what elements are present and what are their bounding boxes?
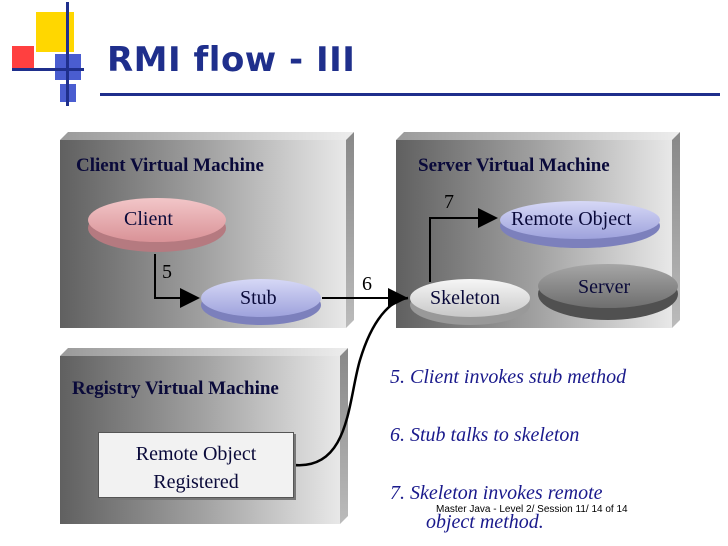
deco-square-red — [12, 46, 34, 68]
step-5-text: 5. Client invokes stub method — [390, 366, 627, 388]
title-underline — [100, 93, 720, 96]
step-number-5: 5 — [162, 261, 172, 283]
client-oval — [88, 198, 226, 252]
stub-label: Stub — [240, 287, 277, 309]
deco-vertical-line — [66, 2, 69, 106]
step-number-7: 7 — [444, 191, 454, 213]
registry-entry-box: Remote Object Registered — [98, 432, 294, 498]
deco-horizontal-line — [12, 68, 84, 71]
registry-entry-line2: Registered — [153, 471, 239, 493]
server-oval — [538, 264, 678, 320]
step-number-6: 6 — [362, 273, 372, 295]
registry-entry-line1: Remote Object — [135, 443, 257, 465]
stub-oval — [201, 279, 321, 325]
remote-object-label: Remote Object — [511, 208, 632, 230]
step-7-text-continued: object method. — [426, 511, 544, 533]
curve-registry-to-skeleton — [293, 296, 409, 467]
skeleton-oval — [410, 279, 530, 325]
step-7-text: 7. Skeleton invokes remote — [390, 482, 603, 504]
skeleton-label: Skeleton — [430, 287, 500, 309]
registry-vm-label: Registry Virtual Machine — [72, 378, 279, 399]
server-vm-label: Server Virtual Machine — [418, 155, 610, 176]
client-vm-label: Client Virtual Machine — [76, 155, 264, 176]
step-6-text: 6. Stub talks to skeleton — [390, 424, 580, 446]
arrow-client-to-stub — [154, 254, 200, 308]
remote-object-oval — [500, 201, 660, 248]
page-title: RMI flow - III — [107, 40, 356, 80]
server-label: Server — [578, 276, 631, 298]
client-label: Client — [124, 208, 173, 230]
arrow-skeleton-to-remote-object — [429, 208, 498, 282]
footer-text: Master Java - Level 2/ Session 11/ 14 of… — [436, 504, 628, 515]
